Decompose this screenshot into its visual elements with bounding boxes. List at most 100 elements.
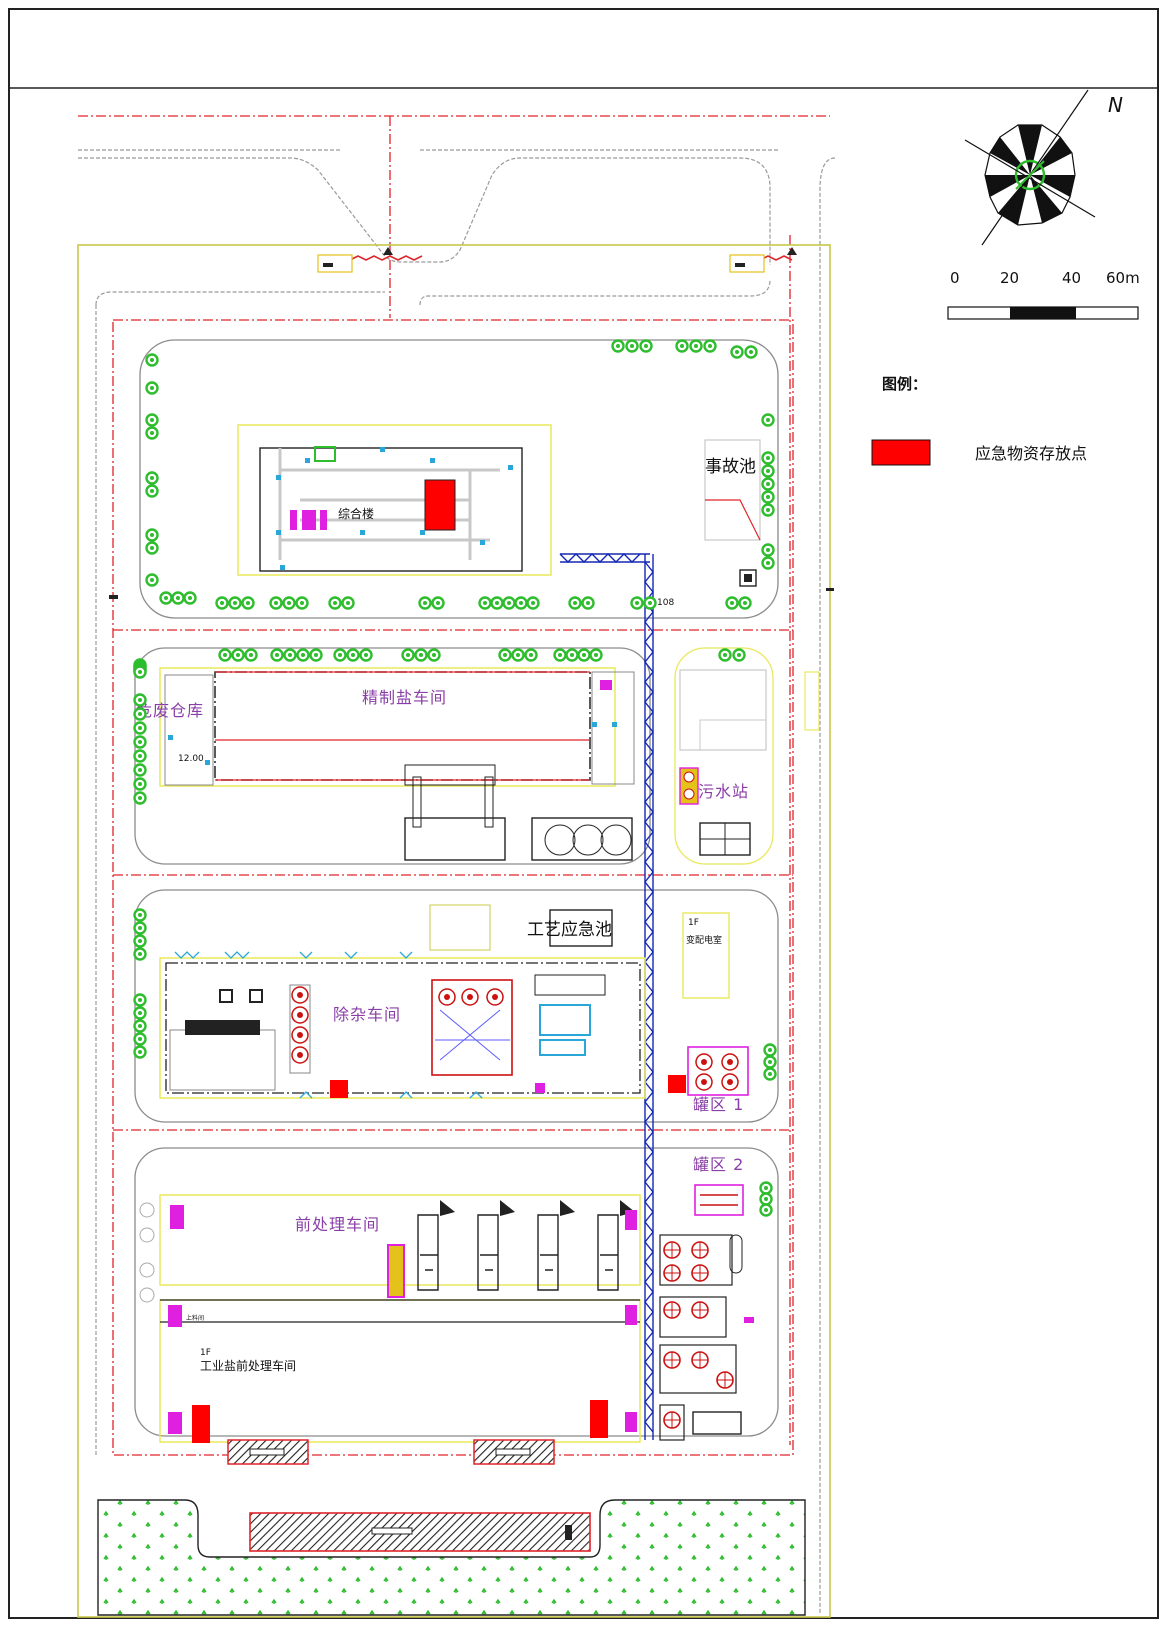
tree-icon xyxy=(732,648,746,662)
tree-icon xyxy=(427,648,441,662)
tree-icon xyxy=(725,596,739,610)
tree-icon xyxy=(502,596,516,610)
tree-icon xyxy=(498,648,512,662)
tree-icon xyxy=(283,648,297,662)
zone-outlines xyxy=(134,339,779,1437)
tree-icon xyxy=(761,413,775,427)
drawing-frame xyxy=(8,8,1159,1619)
tree-icon xyxy=(241,596,255,610)
tree-icon xyxy=(133,1045,147,1059)
impurity-emergency-point xyxy=(330,1080,348,1098)
tree-icon xyxy=(761,503,775,517)
tree-icon xyxy=(133,1032,147,1046)
pipe-label: 108 xyxy=(657,598,674,608)
hazardous-waste-label: 危废仓库 xyxy=(136,701,204,720)
external-roads xyxy=(78,149,836,1615)
tree-icon xyxy=(145,381,159,395)
tree-icon xyxy=(228,596,242,610)
tree-icon xyxy=(244,648,258,662)
tree-icon xyxy=(133,934,147,948)
tree-icon xyxy=(270,648,284,662)
tree-icon xyxy=(611,339,625,353)
tree-icon xyxy=(133,791,147,805)
tree-icon xyxy=(346,648,360,662)
tree-icon xyxy=(183,591,197,605)
tree-icon xyxy=(738,596,752,610)
tree-icon xyxy=(553,648,567,662)
tree-icon xyxy=(761,464,775,478)
substation-floor: 1F xyxy=(688,918,699,928)
tree-icon xyxy=(133,665,147,679)
tree-icon xyxy=(565,648,579,662)
wastewater-station: 污水站 xyxy=(679,669,820,856)
refined-salt-label: 精制盐车间 xyxy=(362,688,447,707)
tree-icon xyxy=(689,339,703,353)
tree-icon xyxy=(145,573,159,587)
tree-icon xyxy=(359,648,373,662)
tank1-emergency-point xyxy=(668,1075,686,1093)
tree-icon xyxy=(730,345,744,359)
tree-icon xyxy=(761,451,775,465)
tree-icon xyxy=(511,648,525,662)
tree-icon xyxy=(763,1043,777,1057)
tree-icon xyxy=(133,993,147,1007)
tree-icon xyxy=(763,1067,777,1081)
tree-icon xyxy=(401,648,415,662)
tree-icon xyxy=(414,648,428,662)
tree-icon xyxy=(231,648,245,662)
tree-icon xyxy=(145,528,159,542)
tree-icon xyxy=(341,596,355,610)
tank-area-1-label: 罐区 1 xyxy=(693,1095,744,1114)
tree-icon xyxy=(309,648,323,662)
scale-bar: 0 20 40 60m xyxy=(947,269,1140,320)
tree-icon xyxy=(431,596,445,610)
tank-area-2-label: 罐区 2 xyxy=(693,1155,744,1174)
tree-icon xyxy=(133,947,147,961)
office-zone: 综合楼 事故池 xyxy=(237,424,761,587)
tree-icon xyxy=(577,648,591,662)
tank-area-2-equipment xyxy=(659,1234,754,1441)
tree-icon xyxy=(145,541,159,555)
tree-icon xyxy=(218,648,232,662)
tree-icon xyxy=(490,596,504,610)
scale-tick-40: 40 xyxy=(1062,269,1081,287)
tree-icon xyxy=(763,1055,777,1069)
legend-swatch-emergency xyxy=(871,439,931,466)
wastewater-label: 污水站 xyxy=(698,782,749,801)
tree-icon xyxy=(526,596,540,610)
tree-icon xyxy=(625,339,639,353)
tree-icon xyxy=(589,648,603,662)
tree-icon xyxy=(296,648,310,662)
pretreatment-zone: 前处理车间 1F 工业盐前处理车间 上料间 xyxy=(139,1194,641,1465)
refined-salt-zone: 精制盐车间 危废仓库 12.00 xyxy=(136,667,635,861)
tree-icon xyxy=(215,596,229,610)
tree-icon xyxy=(718,648,732,662)
accident-pool-label: 事故池 xyxy=(705,457,756,477)
north-label: N xyxy=(1108,93,1123,117)
impurity-removal-zone: 除杂车间 工艺应急池 xyxy=(159,904,646,1099)
tree-icon xyxy=(295,596,309,610)
tree-icon xyxy=(761,556,775,570)
tree-icon xyxy=(133,707,147,721)
tree-icon xyxy=(759,1181,773,1195)
tree-icon xyxy=(478,596,492,610)
tree-icon xyxy=(282,596,296,610)
tree-icon xyxy=(759,1192,773,1206)
site-fence xyxy=(77,115,831,1618)
scale-tick-60: 60m xyxy=(1106,269,1140,287)
tree-icon xyxy=(133,721,147,735)
legend: 图例： 应急物资存放点 xyxy=(871,375,1087,466)
tree-icon xyxy=(145,484,159,498)
pipe-rack-label: 上料间 xyxy=(186,1314,204,1322)
tree-icon xyxy=(581,596,595,610)
tree-icon xyxy=(133,735,147,749)
tree-icon xyxy=(744,345,758,359)
tree-icon xyxy=(761,490,775,504)
tree-icon xyxy=(133,1019,147,1033)
tree-icon xyxy=(568,596,582,610)
legend-title: 图例： xyxy=(882,375,927,393)
tree-icon xyxy=(328,596,342,610)
tree-icon xyxy=(269,596,283,610)
tree-icon xyxy=(703,339,717,353)
